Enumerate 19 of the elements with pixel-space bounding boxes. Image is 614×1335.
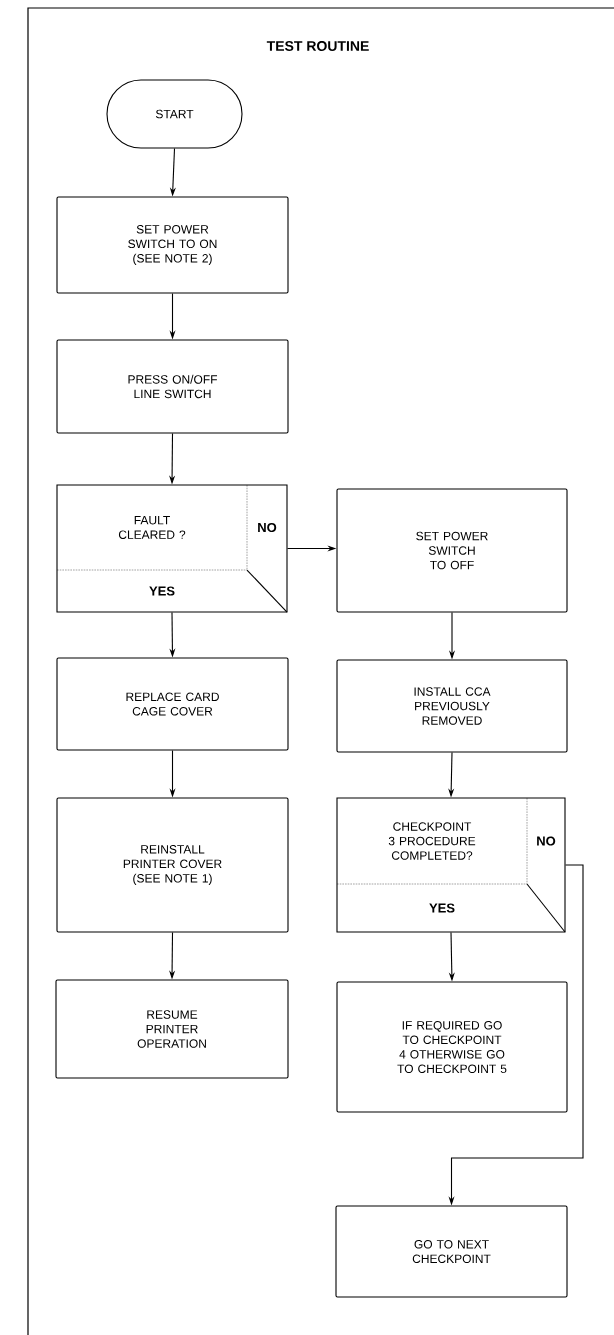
process-box: SET POWER SWITCH TO OFF: [336, 488, 568, 613]
process-box: GO TO NEXT CHECKPOINT: [335, 1205, 568, 1298]
title: TEST ROUTINE: [266, 41, 369, 51]
yes-label: YES: [429, 903, 455, 913]
no-label: NO: [537, 836, 556, 846]
yes-label: YES: [149, 586, 175, 596]
no-label: NO: [258, 522, 277, 533]
question-text: CHECKPOINT 3 PROCEDURE COMPLETED?: [388, 822, 476, 860]
question-text: FAULT CLEARED ?: [118, 516, 186, 539]
decision-box: [56, 484, 288, 613]
decision-box: [336, 797, 566, 933]
process-box: INSTALL CCA PREVIOUSLY REMOVED: [336, 659, 568, 753]
process-box: IF REQUIRED GO TO CHECKPOINT 4 OTHERWISE GO TO CHECKPOINT 5: [336, 981, 568, 1113]
process-box: REPLACE CARD CAGE COVER: [56, 657, 289, 751]
process-box: RESUME PRINTER OPERATION: [55, 979, 289, 1079]
process-box: PRESS ON/OFF LINE SWITCH: [56, 339, 289, 434]
process-box: SET POWER SWITCH TO ON (SEE NOTE 2): [56, 196, 289, 294]
start-terminal: START: [106, 79, 243, 149]
process-box: REINSTALL PRINTER COVER (SEE NOTE 1): [56, 797, 289, 933]
